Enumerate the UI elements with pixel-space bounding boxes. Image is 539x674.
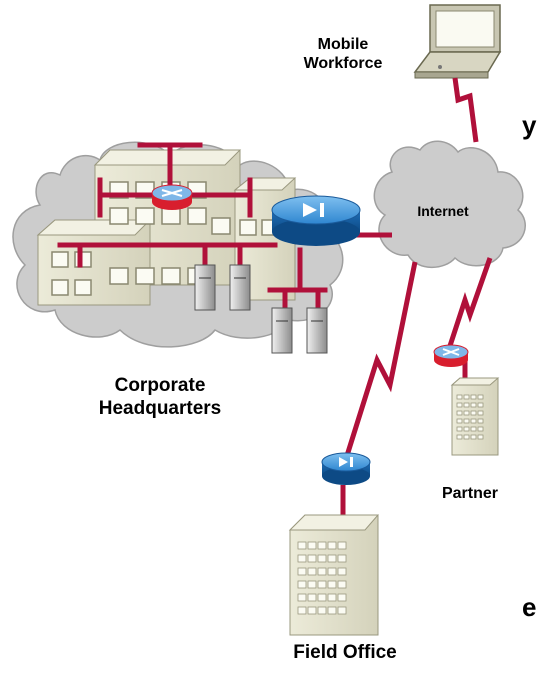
server-icon [194,264,328,354]
field-office-label: Field Office [293,642,397,663]
laptop-icon [413,4,502,79]
field-office-building-icon [288,514,380,636]
field-vpn-icon [321,452,371,485]
partner-building-icon [450,377,500,456]
link-partner-internet [445,257,493,380]
mobile-workforce-line2: Workforce [303,55,383,73]
corporate-line2: Headquarters [98,397,222,419]
link-mobile-internet [452,77,479,143]
vpn-concentrator-icon [271,195,361,246]
link-field-internet [342,261,418,463]
mobile-workforce-label: Mobile Workforce [268,35,418,73]
clipped-text-top: y [522,110,537,140]
clipped-text-bottom: e [522,592,537,622]
mobile-workforce-line1: Mobile [317,36,369,53]
partner-router-icon [433,344,469,367]
corporate-line1: Corporate [114,375,206,396]
router-icon [151,184,193,210]
partner-label: Partner [441,485,499,502]
corporate-headquarters-label: Corporate Headquarters [60,375,260,421]
internet-label: Internet [417,203,469,219]
